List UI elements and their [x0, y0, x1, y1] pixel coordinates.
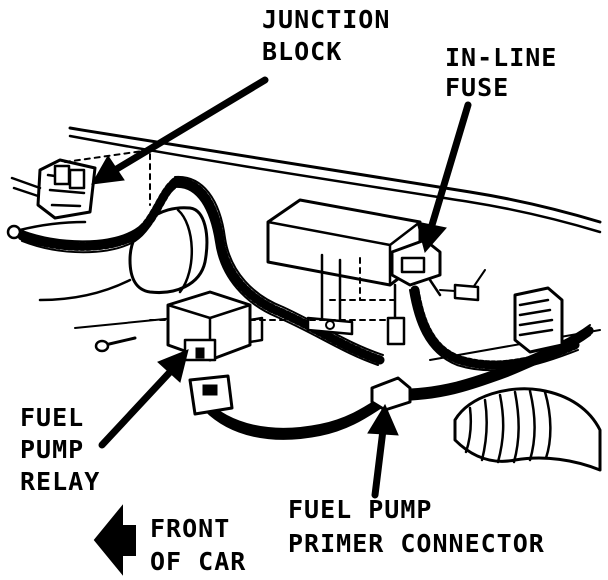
arrow-front-of-car [93, 504, 136, 576]
label-fuel-pump-relay-line3: RELAY [20, 467, 100, 496]
arrow-inline-fuse [416, 101, 472, 254]
label-primer-connector-line2: PRIMER CONNECTOR [288, 529, 545, 558]
label-fuel-pump-relay-line2: PUMP [20, 435, 84, 464]
arrow-junction-block [91, 76, 269, 185]
arrow-fuel-pump-relay [98, 349, 189, 449]
fuel-pump-relay [166, 290, 264, 416]
primer-connector [370, 376, 412, 412]
label-inline-fuse-line1: IN-LINE [445, 43, 557, 72]
column-housing [128, 206, 209, 295]
label-inline-fuse-line2: FUSE [445, 73, 509, 102]
inline-fuse [386, 238, 486, 346]
hose [453, 387, 602, 472]
label-junction-block-line1: JUNCTION [262, 5, 390, 34]
label-junction-block-line2: BLOCK [262, 37, 342, 66]
label-front-of-car-line2: OF CAR [150, 547, 246, 576]
junction-block-bracket [6, 149, 151, 240]
label-primer-connector-line1: FUEL PUMP [288, 495, 432, 524]
label-front-of-car-line1: FRONT [150, 514, 230, 543]
label-fuel-pump-relay-line1: FUEL [20, 403, 84, 432]
arrow-primer-connector [367, 403, 399, 499]
mounting-bracket [149, 198, 422, 336]
right-connector [513, 286, 564, 354]
mounting-screw [94, 336, 137, 353]
